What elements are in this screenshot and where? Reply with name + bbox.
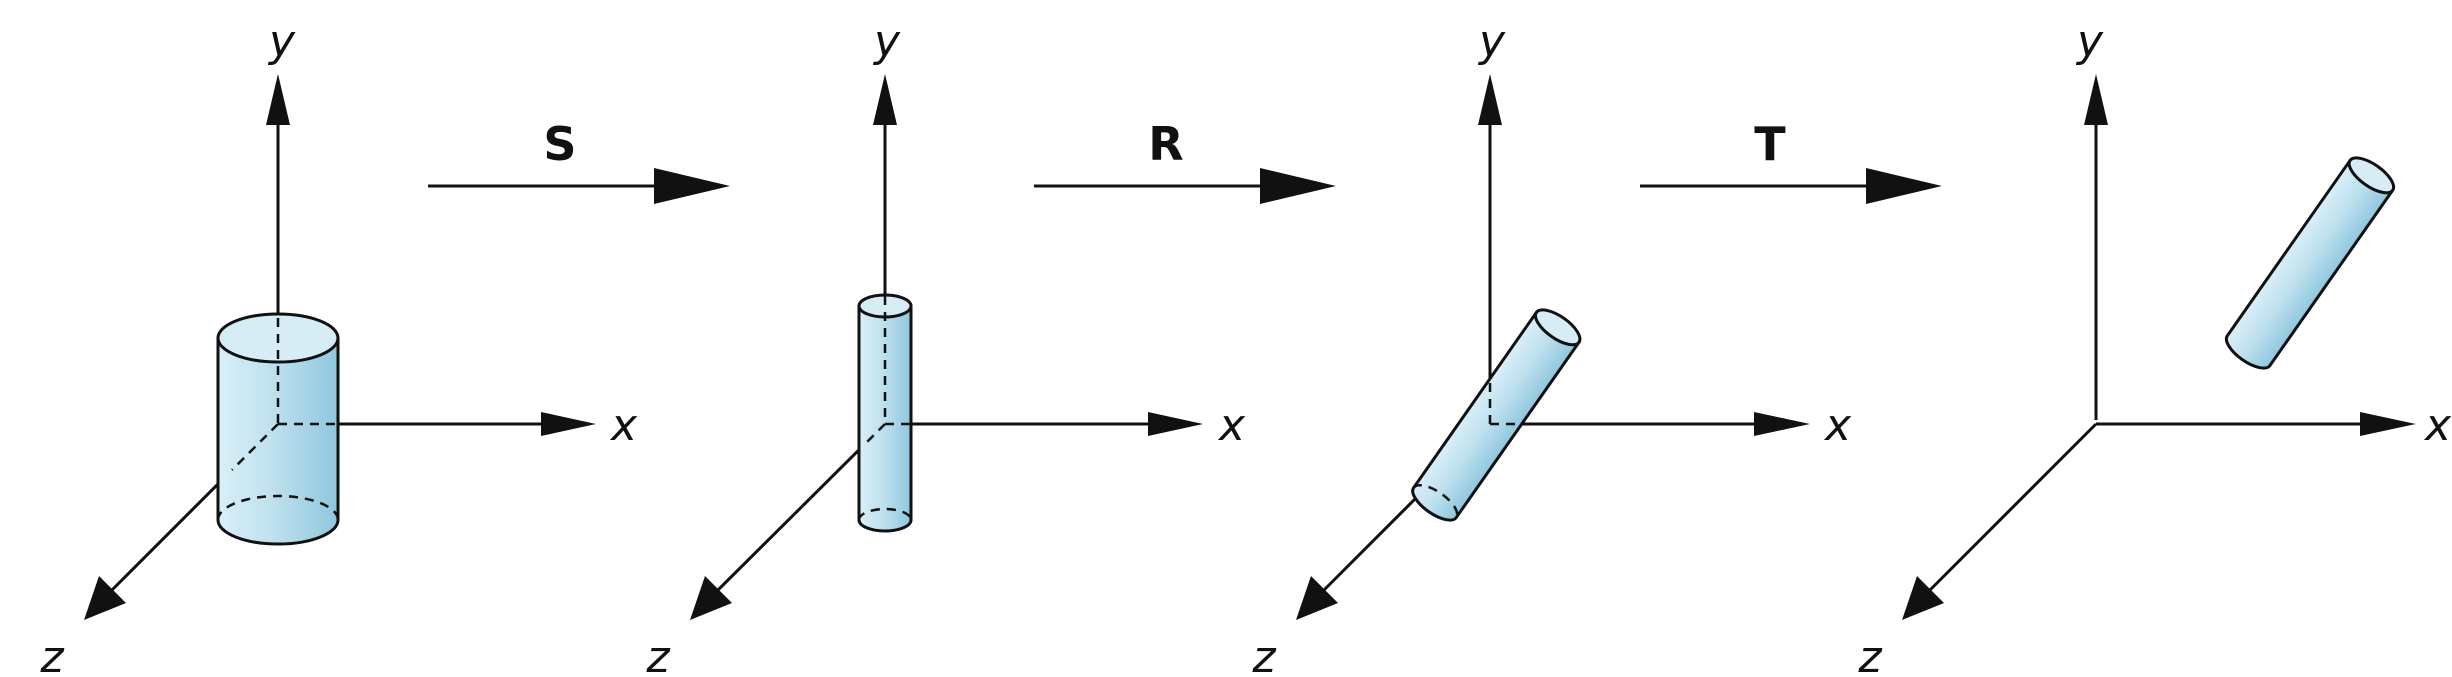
transform-arrow-t: T [1640, 117, 1942, 204]
panel-2: y x z [645, 16, 1246, 677]
x-axis-arrowhead [541, 412, 596, 436]
cylinder-wide [216, 312, 340, 546]
x-axis-arrowhead [1148, 412, 1203, 436]
z-axis-arrowhead [1902, 576, 1944, 620]
z-axis-label: z [1857, 632, 1882, 677]
transform-label-t: T [1754, 117, 1786, 171]
cylinder-scaled [857, 293, 913, 533]
y-axis-label: y [2075, 16, 2104, 67]
y-axis-label: y [872, 16, 901, 67]
y-axis-label: y [267, 16, 296, 67]
z-axis-arrowhead [1296, 576, 1338, 620]
x-axis-label: x [2423, 400, 2452, 451]
y-axis-label: y [1477, 16, 1506, 67]
y-axis-arrowhead [2084, 74, 2108, 125]
y-axis-arrowhead [266, 74, 290, 125]
cylinder-translated [2224, 156, 2396, 370]
z-axis-label: z [39, 632, 64, 677]
panel-4: y x z [1857, 16, 2452, 677]
transform-label-r: R [1148, 117, 1183, 171]
z-axis-arrowhead [84, 576, 126, 620]
x-axis-arrowhead [1754, 412, 1810, 436]
y-axis-arrowhead [1478, 74, 1502, 125]
x-axis-label: x [1217, 400, 1246, 451]
x-axis-arrowhead [2360, 412, 2416, 436]
x-axis-label: x [1823, 400, 1852, 451]
x-axis-label: x [609, 400, 638, 451]
transform-arrow-r: R [1034, 117, 1336, 204]
cylinder-rotated [1411, 308, 1582, 522]
z-axis-arrowhead [690, 576, 732, 620]
transform-label-s: S [543, 117, 576, 171]
panel-1: y x z [39, 16, 638, 677]
z-axis [716, 422, 887, 592]
z-axis-label: z [1251, 632, 1276, 677]
panel-3: y x z [1251, 16, 1852, 677]
transform-arrow-s: S [428, 117, 730, 204]
y-axis-arrowhead [873, 74, 897, 125]
z-axis [1928, 422, 2098, 592]
z-axis-label: z [645, 632, 670, 677]
